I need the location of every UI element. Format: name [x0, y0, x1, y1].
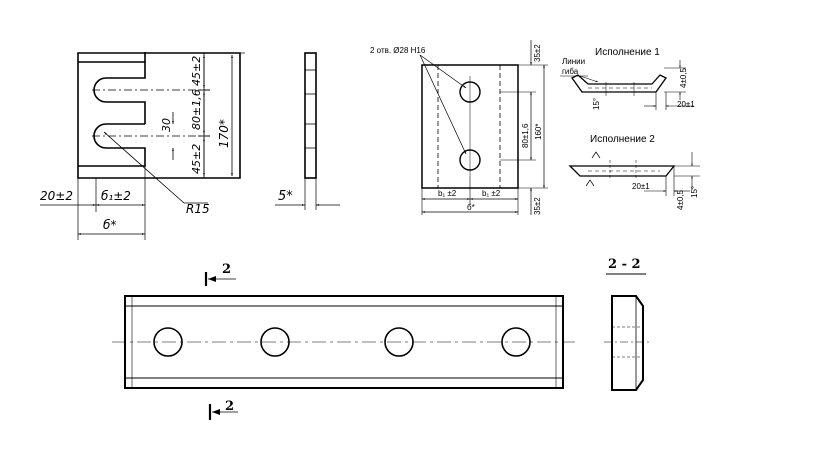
- plate-b-dim-80: 80±1,6: [521, 123, 530, 148]
- dim-b: б*: [103, 218, 116, 232]
- long-plate-front-view: 2 2: [112, 262, 575, 420]
- dim-45-top: 45±2: [190, 56, 203, 86]
- plate-a-side-rect: [304, 52, 317, 179]
- plate-b-dim-b: б*: [467, 203, 475, 212]
- section-mark-bottom: 2: [225, 399, 234, 414]
- section-2-2-view: 2 - 2: [604, 257, 650, 391]
- variant-1-section: Исполнение 1 Линии гиба 4±0,5 15° 20±1: [560, 47, 695, 110]
- long-plate-hole-4: [501, 327, 531, 357]
- dim-45-bottom: 45±2: [190, 144, 203, 174]
- plate-b-dim-160: 160*: [534, 124, 543, 140]
- plate-a-side-view: 5*: [275, 52, 340, 210]
- variant-1-dim-15: 15°: [592, 98, 601, 110]
- section-2-2-profile: [611, 295, 644, 391]
- dim-20: 20±2: [40, 189, 73, 203]
- long-plate-hole-3: [384, 327, 414, 357]
- plate-a-lower-slot: [78, 123, 146, 167]
- section-mark-top: 2: [222, 262, 231, 277]
- variant-2-title: Исполнение 2: [590, 134, 655, 145]
- dim-80: 80±1,6: [190, 89, 203, 130]
- dim-5: 5*: [278, 189, 293, 204]
- long-plate-hole-1: [153, 327, 183, 357]
- variant-1-dim-4: 4±0,5: [679, 67, 688, 88]
- plate-b-dim-b1-left: b₁ ±2: [438, 189, 457, 198]
- plate-b-front-view: 2 отв. Ø28 Н16 35±2 80±1,6 160* 35±2 b₁ …: [370, 40, 548, 215]
- section-title: 2 - 2: [608, 257, 641, 272]
- dim-170: 170*: [217, 119, 231, 148]
- long-plate-hole-2: [260, 327, 290, 357]
- variant-1-title: Исполнение 1: [595, 47, 660, 58]
- dim-30: 30: [160, 118, 173, 132]
- holes-label: 2 отв. Ø28 Н16: [370, 46, 426, 55]
- plate-a-front-view: 45±2 80±1,6 170* 30 45±2 20±2 б₁±2 б* R1…: [40, 52, 245, 240]
- dim-b1: б₁±2: [101, 189, 131, 203]
- bend-lines-label-2: гиба: [562, 67, 579, 76]
- plate-a-upper-slot: [78, 61, 146, 124]
- variant-1-dim-20: 20±1: [677, 100, 695, 109]
- variant-1-profile: [571, 74, 667, 93]
- dim-r15: R15: [186, 202, 210, 216]
- plate-b-dim-35-bottom: 35±2: [533, 197, 542, 215]
- bend-lines-label-1: Линии: [562, 57, 585, 66]
- plate-b-dim-b1-right: b₁ ±2: [482, 189, 501, 198]
- variant-2-dim-20: 20±1: [632, 182, 650, 191]
- variant-2-section: Исполнение 2 20±1 4±0,5 15°: [568, 134, 700, 210]
- plate-b-dim-35-top: 35±2: [533, 44, 542, 62]
- variant-2-dim-4: 4±0,5: [676, 189, 685, 210]
- variant-2-dim-15: 15°: [690, 186, 699, 198]
